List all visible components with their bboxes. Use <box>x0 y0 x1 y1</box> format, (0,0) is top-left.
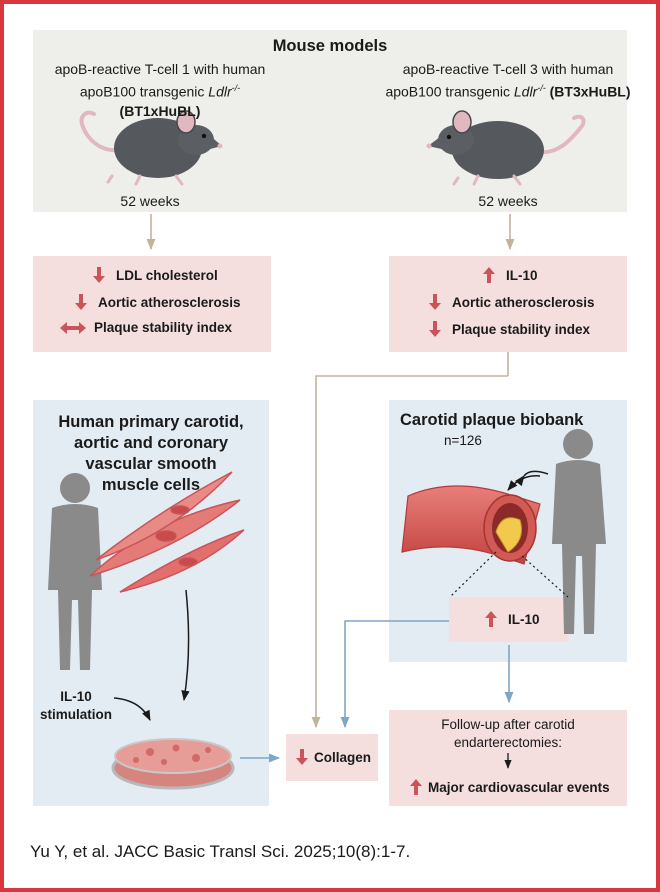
human-cells-title: Human primary carotid, aortic and corona… <box>58 413 244 494</box>
biobank-il10-finding: IL-10 <box>480 610 540 628</box>
left-mouse-results-box <box>33 256 271 352</box>
smooth-muscle-cells-illustration <box>89 471 245 593</box>
up-arrow-icon <box>480 610 502 628</box>
right-model-description: apoB-reactive T-cell 3 with human apoB10… <box>370 60 646 102</box>
biobank-il10-box <box>449 597 569 642</box>
right-duration: 52 weeks <box>478 193 538 209</box>
collagen-finding: Collagen <box>294 748 371 766</box>
right-model-line2: apoB100 transgenic Ldlr-/- (BT3xHuBL) <box>385 83 631 100</box>
left-duration: 52 weeks <box>120 193 180 209</box>
left-result-plaque: Plaque stability index <box>58 320 232 335</box>
left-mouse-illustration <box>79 110 223 186</box>
up-arrow-icon <box>408 778 424 796</box>
biobank-n: n=126 <box>444 433 482 448</box>
left-model-line1: apoB-reactive T-cell 1 with human <box>54 61 266 77</box>
human-silhouette-left <box>48 473 102 670</box>
il10-stimulation-label: IL-10 stimulation <box>39 689 112 722</box>
followup-result: Major cardiovascular events <box>408 778 610 796</box>
biobank-title: Carotid plaque biobank <box>400 411 584 429</box>
down-arrow-icon <box>424 320 446 338</box>
petri-dish-illustration <box>111 738 235 790</box>
down-arrow-icon <box>424 293 446 311</box>
right-result-plaque: Plaque stability index <box>424 320 590 338</box>
left-result-ldl: LDL cholesterol <box>88 266 218 284</box>
right-mouse-results-box <box>389 256 627 352</box>
results-to-collagen-connector <box>311 375 389 729</box>
left-result-aortic: Aortic atherosclerosis <box>70 293 241 311</box>
down-arrow-icon <box>88 266 110 284</box>
human-cells-panel <box>33 400 269 806</box>
il10-to-collagen-connector <box>340 620 449 729</box>
right-result-il10: IL-10 <box>478 266 538 284</box>
up-arrow-icon <box>478 266 500 284</box>
left-model-description: apoB-reactive T-cell 1 with human apoB10… <box>40 60 280 121</box>
down-arrow-icon <box>70 293 92 311</box>
mouse-models-title: Mouse models <box>272 37 388 55</box>
citation: Yu Y, et al. JACC Basic Transl Sci. 2025… <box>30 842 411 861</box>
right-result-aortic: Aortic atherosclerosis <box>424 293 595 311</box>
carotid-artery-illustration <box>401 470 549 565</box>
human-silhouette-right <box>552 429 606 634</box>
down-arrow-icon <box>294 748 310 766</box>
right-model-line1: apoB-reactive T-cell 3 with human <box>402 61 614 77</box>
followup-text: Follow-up after carotid endarterectomies… <box>441 717 575 750</box>
left-model-line2: apoB100 transgenic Ldlr-/- (BT1xHuBL) <box>79 83 241 119</box>
right-mouse-illustration <box>426 110 586 186</box>
mouse-models-panel <box>33 30 627 212</box>
bidirectional-arrow-icon <box>58 321 88 335</box>
